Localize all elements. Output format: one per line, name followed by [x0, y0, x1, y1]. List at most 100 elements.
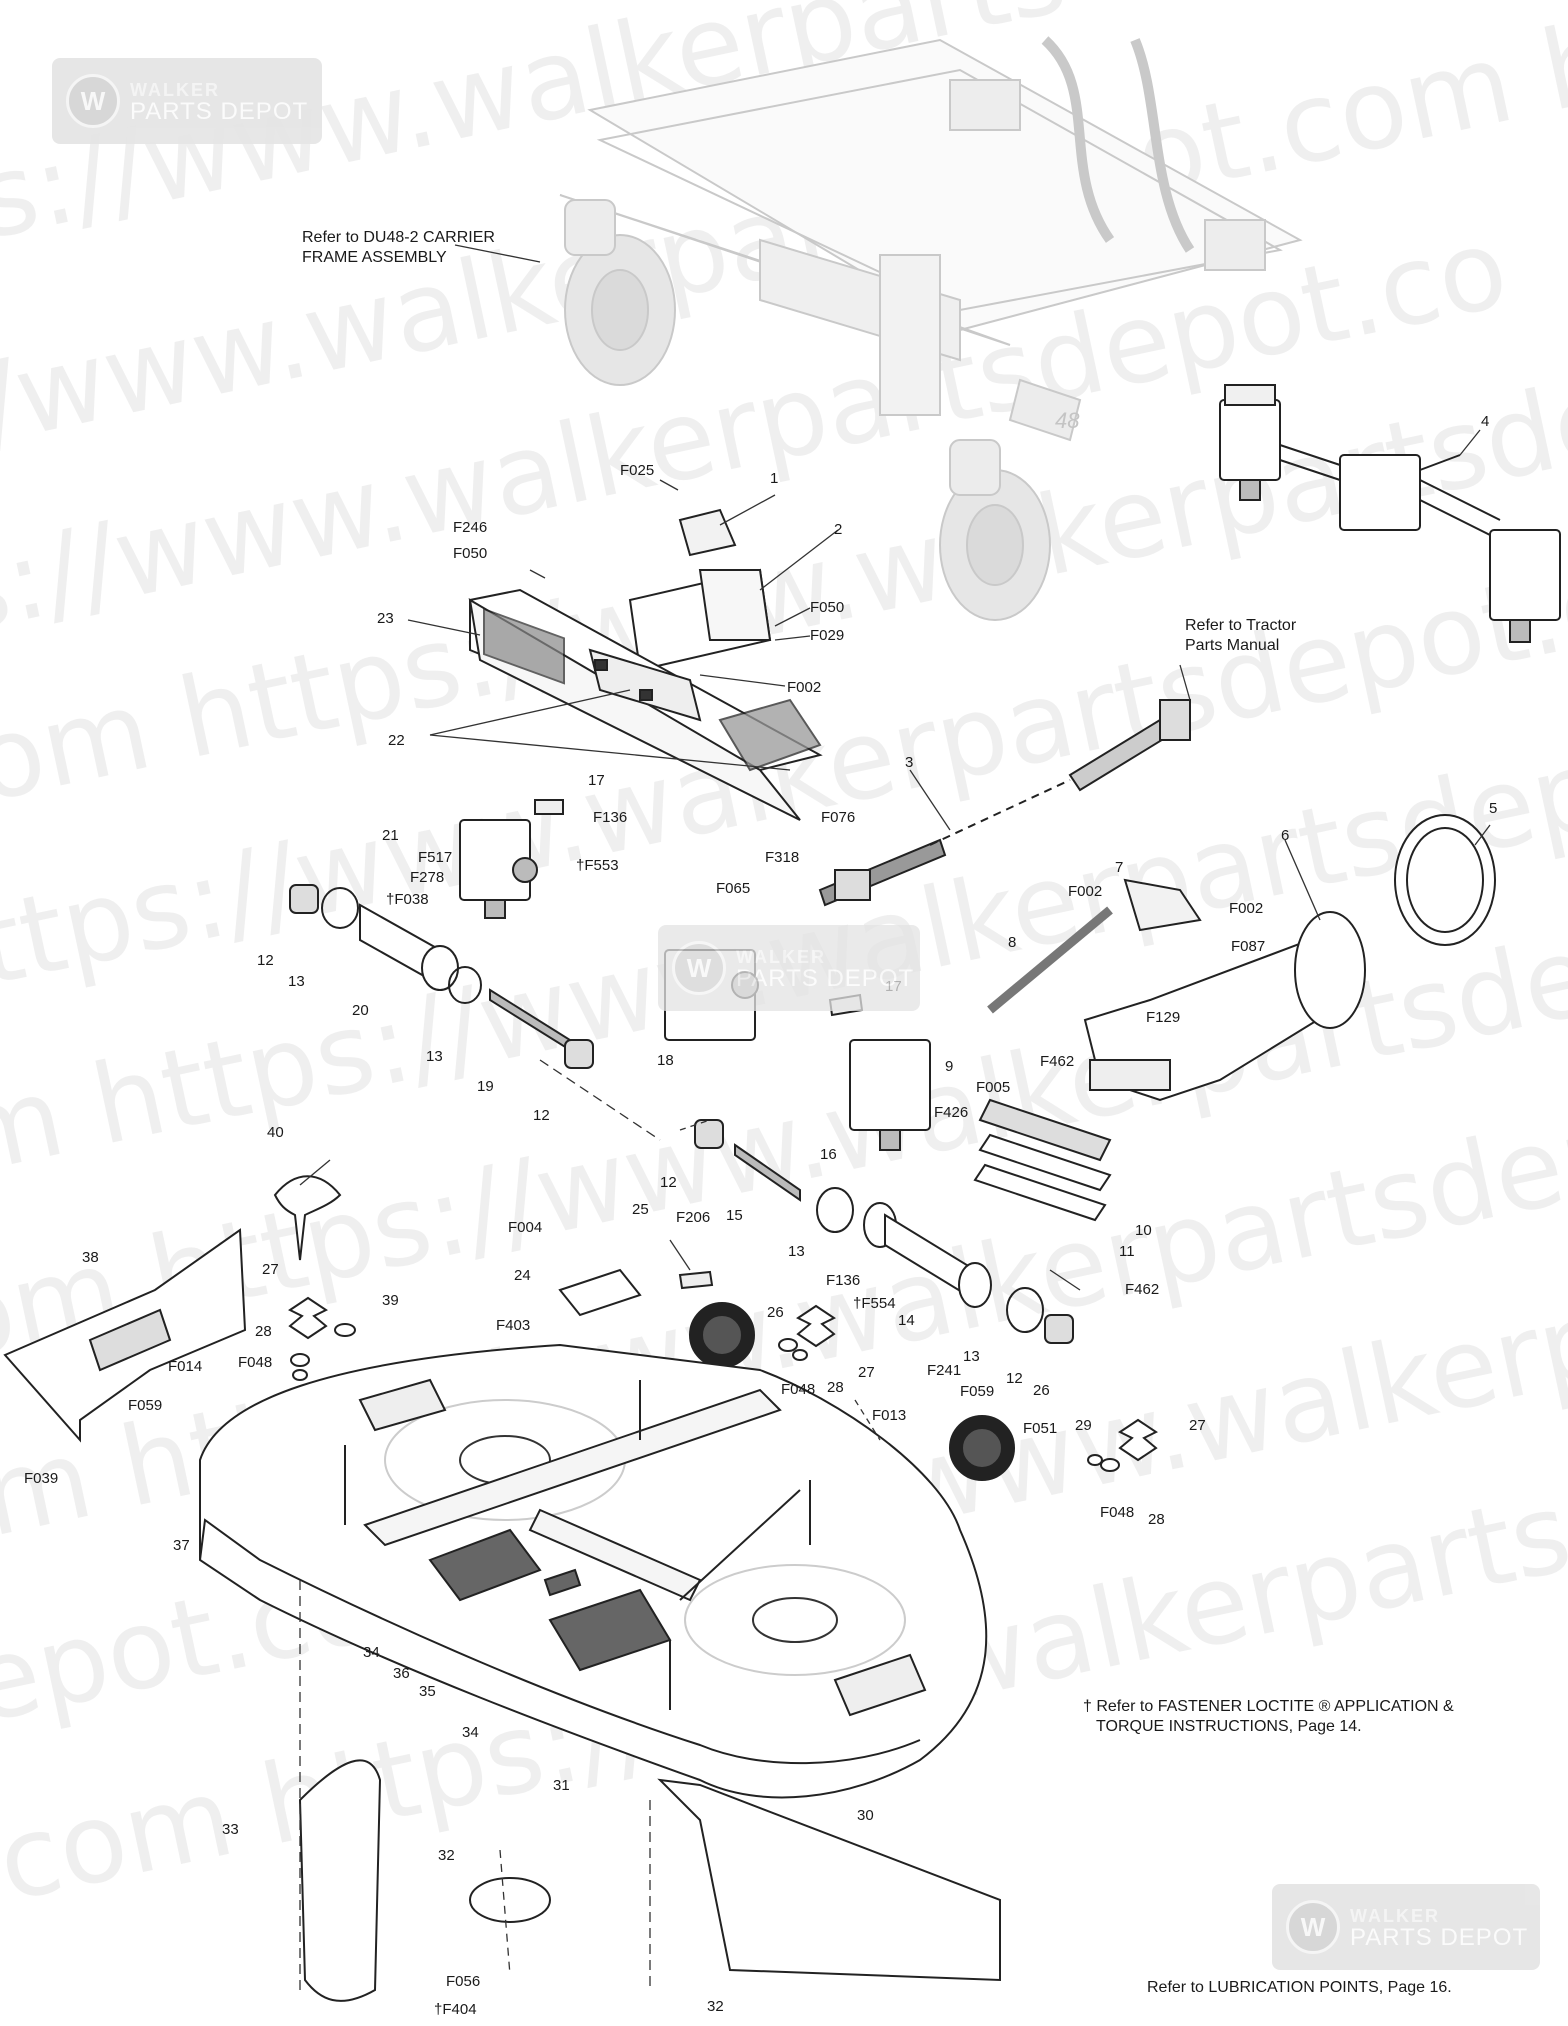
callout-label: 15 [726, 1207, 743, 1224]
callout-label: F087 [1231, 938, 1265, 955]
callout-label: F426 [934, 1104, 968, 1121]
callout-label: 16 [820, 1146, 837, 1163]
callout-label: 31 [553, 1777, 570, 1794]
callout-label: F048 [781, 1381, 815, 1398]
walker-parts-depot-badge: W WALKER PARTS DEPOT [1272, 1884, 1540, 1970]
callout-label: F059 [960, 1383, 994, 1400]
callout-label: F278 [410, 869, 444, 886]
callout-label: 26 [1033, 1382, 1050, 1399]
callout-label: 28 [827, 1379, 844, 1396]
callout-label: 23 [377, 610, 394, 627]
callout-label: F050 [453, 545, 487, 562]
callout-label: 34 [363, 1644, 380, 1661]
callout-label: 13 [963, 1348, 980, 1365]
callout-label: 33 [222, 1821, 239, 1838]
callout-label: †F554 [853, 1295, 896, 1312]
callout-label: 12 [533, 1107, 550, 1124]
callout-label: 28 [255, 1323, 272, 1340]
leader-lines [299, 244, 1491, 1990]
callout-label: †F553 [576, 857, 619, 874]
callout-label: 18 [657, 1052, 674, 1069]
callout-label: 40 [267, 1124, 284, 1141]
callout-label: F462 [1040, 1053, 1074, 1070]
callout-label: F241 [927, 1362, 961, 1379]
callout-label: F517 [418, 849, 452, 866]
callout-label: 27 [262, 1261, 279, 1278]
callout-label: F002 [1068, 883, 1102, 900]
callout-label: 27 [858, 1364, 875, 1381]
callout-label: 1 [770, 470, 778, 487]
callout-label: 13 [788, 1243, 805, 1260]
callout-labels: F025 1 F246 F050 2 F050 F029 F002 23 22 … [24, 413, 1497, 2018]
callout-label: F029 [810, 627, 844, 644]
callout-label: 25 [632, 1201, 649, 1218]
callout-label: †F038 [386, 891, 429, 908]
frame-size-badge: 48 [1055, 408, 1080, 433]
walker-logo-icon: W [1286, 1900, 1340, 1954]
callout-label: 35 [419, 1683, 436, 1700]
note-loctite-instructions: † Refer to FASTENER LOCTITE ® APPLICATIO… [1083, 1698, 1454, 1735]
callout-label: 9 [945, 1058, 953, 1075]
callout-label: 19 [477, 1078, 494, 1095]
callout-label: 5 [1489, 800, 1497, 817]
callout-label: 39 [382, 1292, 399, 1309]
small-parts-illustration [3, 1175, 1158, 2002]
callout-label: F065 [716, 880, 750, 897]
callout-label: F056 [446, 1973, 480, 1990]
callout-label: 38 [82, 1249, 99, 1266]
walker-parts-depot-badge: W WALKER PARTS DEPOT [52, 58, 322, 144]
callout-label: 20 [352, 1002, 369, 1019]
callout-label: F059 [128, 1397, 162, 1414]
callout-label: 34 [462, 1724, 479, 1741]
callout-label: 28 [1148, 1511, 1165, 1528]
callout-label: F048 [1100, 1504, 1134, 1521]
note-tractor-manual: Refer to Tractor Parts Manual [1185, 617, 1297, 654]
mower-deck-illustration [199, 1343, 988, 1799]
callout-label: 26 [767, 1304, 784, 1321]
note-carrier-frame: Refer to DU48-2 CARRIER FRAME ASSEMBLY [302, 229, 495, 266]
walker-logo-icon: W [66, 74, 120, 128]
callout-label: 4 [1481, 413, 1489, 430]
badge-line-1: WALKER [130, 80, 220, 100]
callout-label: F318 [765, 849, 799, 866]
walker-logo-icon: W [672, 941, 726, 995]
right-spindle-vents [684, 1564, 906, 1676]
left-gearbox-illustration [289, 799, 594, 1069]
callout-label: 7 [1115, 859, 1123, 876]
callout-label: F462 [1125, 1281, 1159, 1298]
discharge-chute-illustration [973, 814, 1496, 1222]
callout-label: 12 [1006, 1370, 1023, 1387]
callout-label: 13 [288, 973, 305, 990]
callout-label: F246 [453, 519, 487, 536]
callout-label: 37 [173, 1537, 190, 1554]
callout-label: 32 [438, 1847, 455, 1864]
callout-label: F076 [821, 809, 855, 826]
callout-label: 21 [382, 827, 399, 844]
badge-line-2: PARTS DEPOT [1350, 1924, 1529, 1951]
callout-label: F014 [168, 1358, 202, 1375]
callout-label: F002 [1229, 900, 1263, 917]
callout-label: 27 [1189, 1417, 1206, 1434]
callout-label: F013 [872, 1407, 906, 1424]
callout-label: 17 [588, 772, 605, 789]
callout-label: †F404 [434, 2001, 477, 2018]
badge-line-1: WALKER [1350, 1906, 1440, 1926]
walker-parts-depot-badge: W WALKER PARTS DEPOT [658, 925, 920, 1011]
callout-label: 6 [1281, 827, 1289, 844]
callout-label: 30 [857, 1807, 874, 1824]
badge-line-2: PARTS DEPOT [130, 98, 309, 125]
callout-label: F004 [508, 1219, 542, 1236]
callout-label: 24 [514, 1267, 531, 1284]
badge-line-1: WALKER [736, 947, 826, 967]
callout-label: 11 [1119, 1243, 1135, 1260]
callout-label: 22 [388, 732, 405, 749]
callout-label: F136 [593, 809, 627, 826]
deck-cover-illustration [468, 508, 823, 821]
callout-label: 3 [905, 754, 913, 771]
callout-label: F025 [620, 462, 654, 479]
callout-label: F206 [676, 1209, 710, 1226]
carrier-frame-illustration [559, 36, 1303, 621]
callout-label: 2 [834, 521, 842, 538]
gearbox-shaft-assembly-illustration [1219, 384, 1561, 643]
